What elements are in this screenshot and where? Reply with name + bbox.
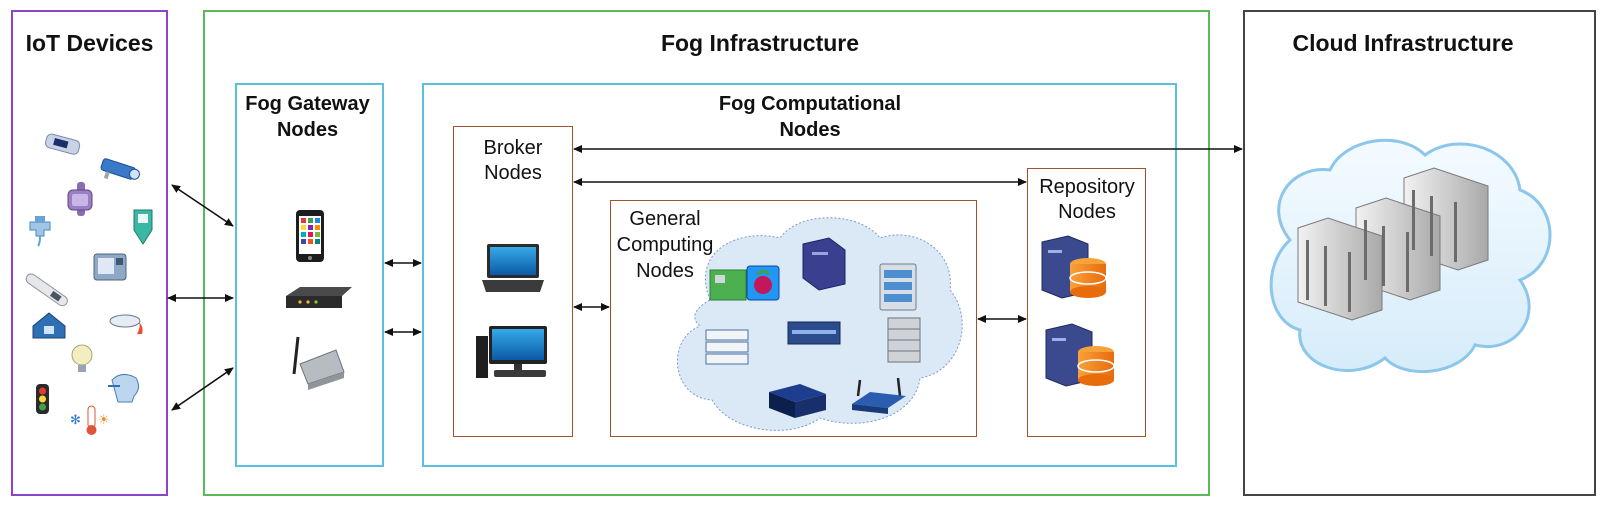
broker-label-line2: Nodes — [484, 162, 542, 184]
general-label-line3: Nodes — [636, 260, 694, 282]
database-server-icon — [1045, 323, 1115, 387]
smart-home-icon — [32, 312, 66, 339]
svg-text:✻: ✻ — [70, 413, 81, 428]
database-server-icon — [1041, 235, 1107, 299]
security-camera-icon — [100, 158, 140, 180]
svg-text:☀: ☀ — [98, 413, 110, 428]
general-label-line2: Computing — [616, 234, 714, 256]
rack-server-icon — [887, 317, 921, 363]
laptop-icon — [482, 244, 544, 292]
smart-bulb-icon — [71, 344, 93, 372]
broker-nodes-panel — [453, 126, 573, 437]
router-icon — [286, 287, 352, 308]
fog-infrastructure-title: Fog Infrastructure — [660, 30, 860, 56]
smartphone-icon — [296, 210, 324, 262]
iot-gateway-icon — [292, 336, 345, 390]
cloud-infrastructure-panel — [1243, 10, 1596, 496]
iot-gateway-arrow-3 — [171, 367, 234, 411]
fog-computational-title-line2: Nodes — [779, 119, 841, 141]
fog-infrastructure-panel — [203, 10, 1210, 496]
smart-faucet-icon — [29, 216, 51, 247]
raspberry-pi-icon — [709, 265, 780, 301]
cloud-infrastructure-title: Cloud Infrastructure — [1292, 30, 1514, 56]
repository-label-line2: Nodes — [1058, 201, 1116, 223]
head-sensor-icon — [108, 374, 140, 403]
cloud-datacenter-icon — [1269, 138, 1552, 373]
blood-pressure-monitor-icon — [93, 253, 127, 281]
thermometer-gun-icon — [25, 273, 68, 307]
fog-gateway-title-line2: Nodes — [276, 119, 339, 141]
connection-arrows — [167, 145, 1243, 411]
blade-server-icon — [705, 329, 749, 365]
general-label-line1: General — [629, 208, 701, 230]
desktop-computer-icon — [476, 326, 547, 378]
fog-gateway-title-line1: Fog Gateway — [245, 93, 370, 115]
fog-computational-panel — [422, 83, 1177, 467]
pulse-oximeter-icon — [45, 133, 81, 155]
server-tower-icon — [802, 237, 846, 291]
traffic-light-icon — [36, 384, 49, 414]
smoke-detector-icon — [109, 314, 143, 334]
iot-devices-title: IoT Devices — [25, 30, 154, 56]
wifi-router-icon — [852, 377, 906, 414]
iot-devices-panel — [11, 10, 168, 496]
repository-nodes-panel — [1027, 168, 1146, 437]
fog-gateway-panel — [235, 83, 384, 467]
repository-label-line1: Repository — [1039, 176, 1135, 198]
network-switch-icon — [787, 321, 841, 345]
temperature-sensor-icon: ✻ ☀ — [70, 405, 110, 435]
server-rack-icon — [879, 263, 917, 311]
iot-gateway-arrow-1 — [171, 184, 234, 227]
general-computing-panel — [610, 200, 977, 437]
broker-label-line1: Broker — [483, 137, 543, 159]
smartwatch-icon — [67, 182, 93, 216]
fog-computational-title-line1: Fog Computational — [718, 93, 902, 115]
mini-pc-icon — [769, 384, 826, 418]
glucose-meter-icon — [133, 209, 153, 245]
